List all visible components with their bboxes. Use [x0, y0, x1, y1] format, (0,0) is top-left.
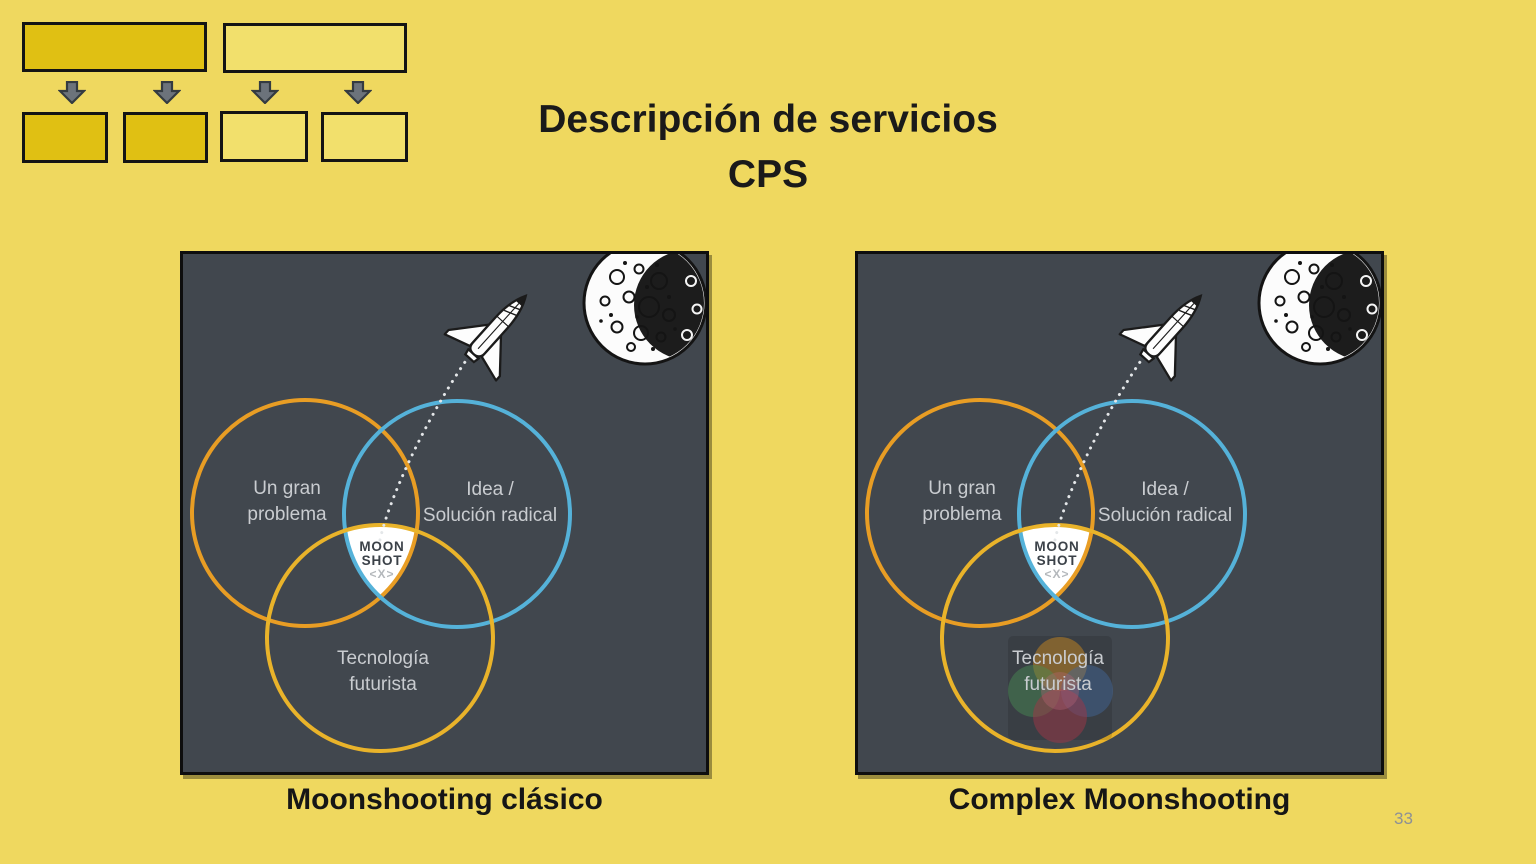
idea-label: Solución radical [423, 505, 557, 526]
tech-label: Tecnología [337, 648, 429, 669]
idea-circle [342, 399, 572, 629]
panel-caption-complex: Complex Moonshooting [948, 783, 1291, 816]
flow-box [223, 23, 407, 73]
moonshot-label: MOON [359, 539, 404, 554]
tech-circle [265, 523, 495, 753]
moonshot-label: SHOT [362, 553, 403, 568]
moon-icon [582, 254, 706, 366]
flow-box [123, 112, 208, 163]
moonshot-x-label: <X> [1044, 567, 1069, 581]
problem-label: Un gran [928, 478, 996, 499]
venn-diagram-complex: Un gran problema Idea / Solución radical… [865, 254, 1381, 753]
problem-circle [865, 398, 1095, 628]
tech-label: Tecnología [1012, 648, 1104, 669]
moonshot-label: SHOT [1037, 553, 1078, 568]
complexity-blob [1008, 636, 1113, 743]
flow-box [321, 112, 408, 162]
trajectory-dotted-line [378, 360, 467, 542]
problem-circle [190, 398, 420, 628]
tech-circle [940, 523, 1170, 753]
problem-label: problema [922, 504, 1002, 525]
tech-label: futurista [1024, 674, 1092, 695]
page-number: 33 [1394, 809, 1413, 828]
trajectory-dotted-line [1053, 360, 1142, 542]
flow-box [220, 111, 308, 162]
panel-complex-moonshooting: Un gran problema Idea / Solución radical… [855, 251, 1384, 775]
tech-label: futurista [349, 674, 417, 695]
flow-box [22, 112, 108, 163]
idea-circle [1017, 399, 1247, 629]
moon-icon [1257, 254, 1381, 366]
idea-label: Solución radical [1098, 505, 1232, 526]
problem-label: Un gran [253, 478, 321, 499]
down-arrow-icon [153, 81, 181, 104]
moonshot-label: MOON [1034, 539, 1079, 554]
idea-label: Idea / [466, 479, 514, 500]
space-shuttle-icon [443, 294, 528, 382]
page-subtitle: CPS [727, 153, 809, 197]
flow-box [22, 22, 207, 72]
idea-label: Idea / [1141, 479, 1189, 500]
down-arrow-icon [251, 81, 279, 104]
flow-diagram [22, 22, 432, 164]
down-arrow-icon [58, 81, 86, 104]
page-title: Descripción de servicios [538, 98, 998, 141]
problem-label: problema [247, 504, 327, 525]
moonshot-x-label: <X> [369, 567, 394, 581]
venn-diagram-clasico: Un gran problema Idea / Solución radical… [190, 254, 706, 753]
panel-moonshooting-clasico: Un gran problema Idea / Solución radical… [180, 251, 709, 775]
space-shuttle-icon [1118, 294, 1203, 382]
title-block: Descripción de servicios CPS [538, 92, 998, 203]
panel-caption-clasico: Moonshooting clásico [286, 783, 603, 816]
down-arrow-icon [344, 81, 372, 104]
